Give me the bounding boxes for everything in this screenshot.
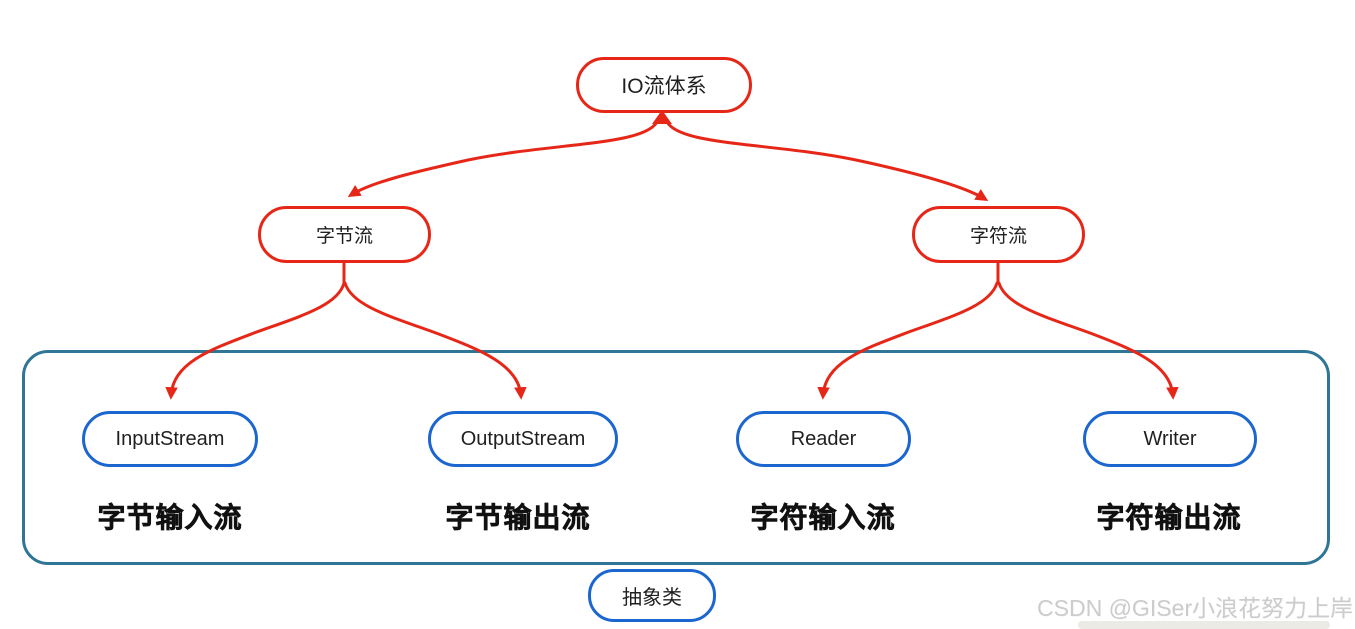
node-writer: Writer [1083,411,1257,467]
node-io-system-label: IO流体系 [621,75,707,98]
csdn-watermark: CSDN @GISer小浪花努力上岸 [1037,595,1353,621]
node-outputstream-label: OutputStream [460,427,586,450]
node-abstract-class-label: 抽象类 [622,587,682,609]
node-outputstream: OutputStream [428,411,618,467]
node-char-stream-label: 字符流 [969,226,1027,247]
caption-char-output-stream: 字符输出流 [1096,502,1242,534]
caption-char-input-stream: 字符输入流 [750,502,896,534]
watermark-shadow [1078,621,1330,629]
node-inputstream: InputStream [82,411,258,467]
node-byte-stream-label: 字节流 [315,226,373,247]
node-byte-stream: 字节流 [258,206,431,263]
node-writer-label: Writer [1143,427,1197,450]
arrow-root-to-byte [347,118,660,197]
node-inputstream-label: InputStream [115,427,225,450]
caption-byte-input-stream: 字节输入流 [97,502,243,534]
node-reader: Reader [736,411,911,467]
node-abstract-class: 抽象类 [588,569,716,622]
abstract-classes-container-box [22,350,1330,565]
arrow-root-to-char [664,118,989,201]
caption-byte-output-stream: 字节输出流 [445,502,591,534]
node-io-system: IO流体系 [576,57,752,113]
node-reader-label: Reader [790,427,857,450]
node-char-stream: 字符流 [912,206,1085,263]
